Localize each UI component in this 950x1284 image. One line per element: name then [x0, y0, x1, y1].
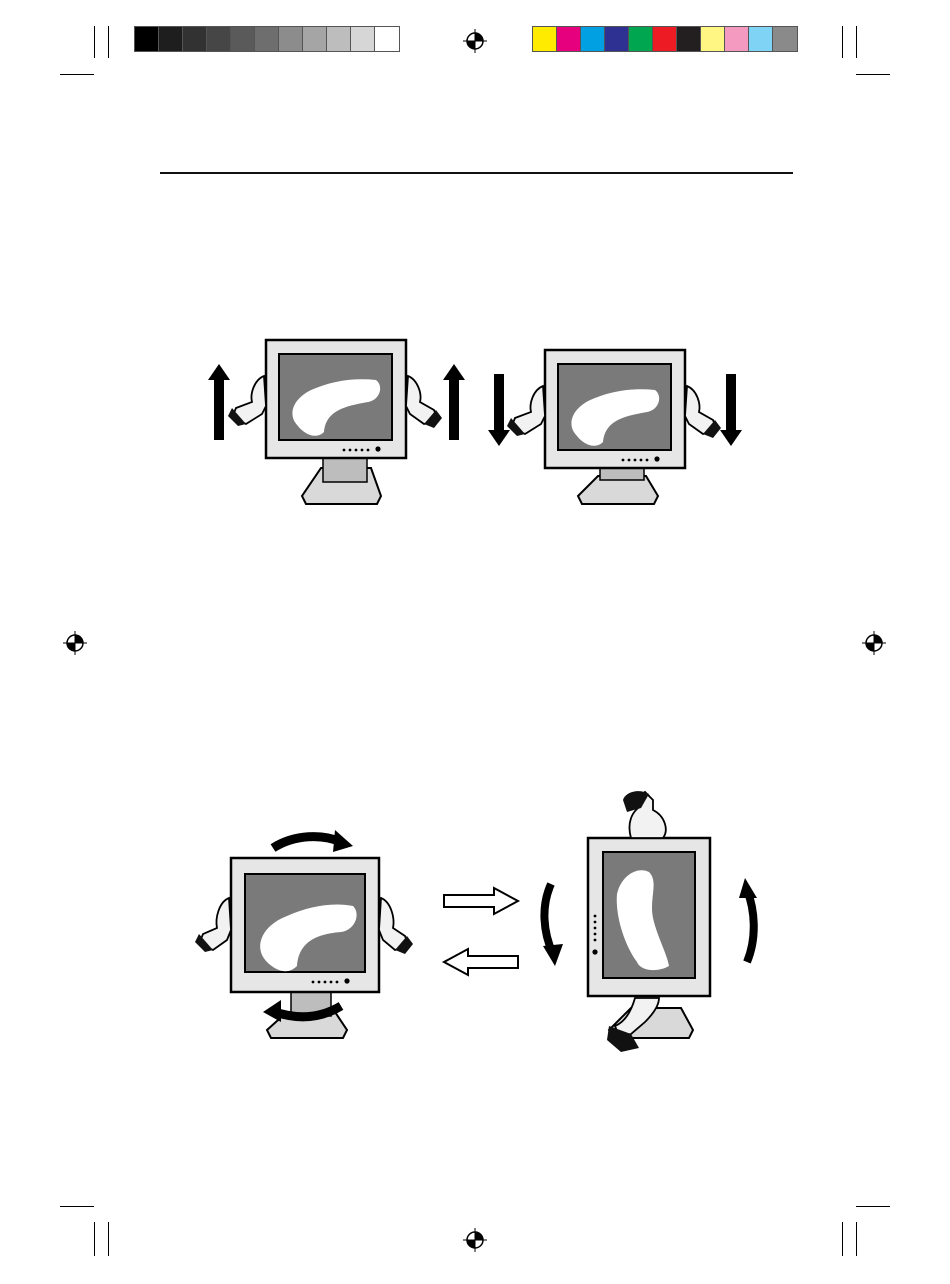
process-color-swatch — [629, 27, 653, 51]
monitor-pivot-icon — [535, 786, 765, 1056]
grayscale-swatch — [351, 27, 375, 51]
monitor-height-up-icon — [206, 336, 466, 511]
process-color-swatch — [725, 27, 749, 51]
registration-mark-bottom-icon — [463, 1228, 487, 1252]
process-color-swatch — [533, 27, 557, 51]
process-color-swatch — [773, 27, 797, 51]
grayscale-swatch — [231, 27, 255, 51]
grayscale-swatch — [183, 27, 207, 51]
process-color-swatch — [749, 27, 773, 51]
registration-mark-right-icon — [862, 631, 886, 655]
monitor-height-down-icon — [486, 336, 746, 511]
grayscale-swatch — [303, 27, 327, 51]
grayscale-swatch — [255, 27, 279, 51]
process-color-swatch — [701, 27, 725, 51]
grayscale-swatch — [375, 27, 399, 51]
monitor-swivel-icon — [195, 826, 415, 1046]
process-color-swatch — [581, 27, 605, 51]
transition-arrow-left-icon — [440, 947, 520, 977]
registration-mark-left-icon — [63, 631, 87, 655]
process-color-bar — [532, 26, 798, 52]
grayscale-swatch — [159, 27, 183, 51]
registration-mark-top-icon — [463, 29, 487, 53]
grayscale-swatch — [279, 27, 303, 51]
grayscale-color-bar — [134, 26, 400, 52]
process-color-swatch — [557, 27, 581, 51]
process-color-swatch — [605, 27, 629, 51]
header-rule — [160, 172, 793, 174]
transition-arrow-right-icon — [442, 886, 522, 916]
grayscale-swatch — [327, 27, 351, 51]
grayscale-swatch — [207, 27, 231, 51]
process-color-swatch — [677, 27, 701, 51]
process-color-swatch — [653, 27, 677, 51]
grayscale-swatch — [135, 27, 159, 51]
